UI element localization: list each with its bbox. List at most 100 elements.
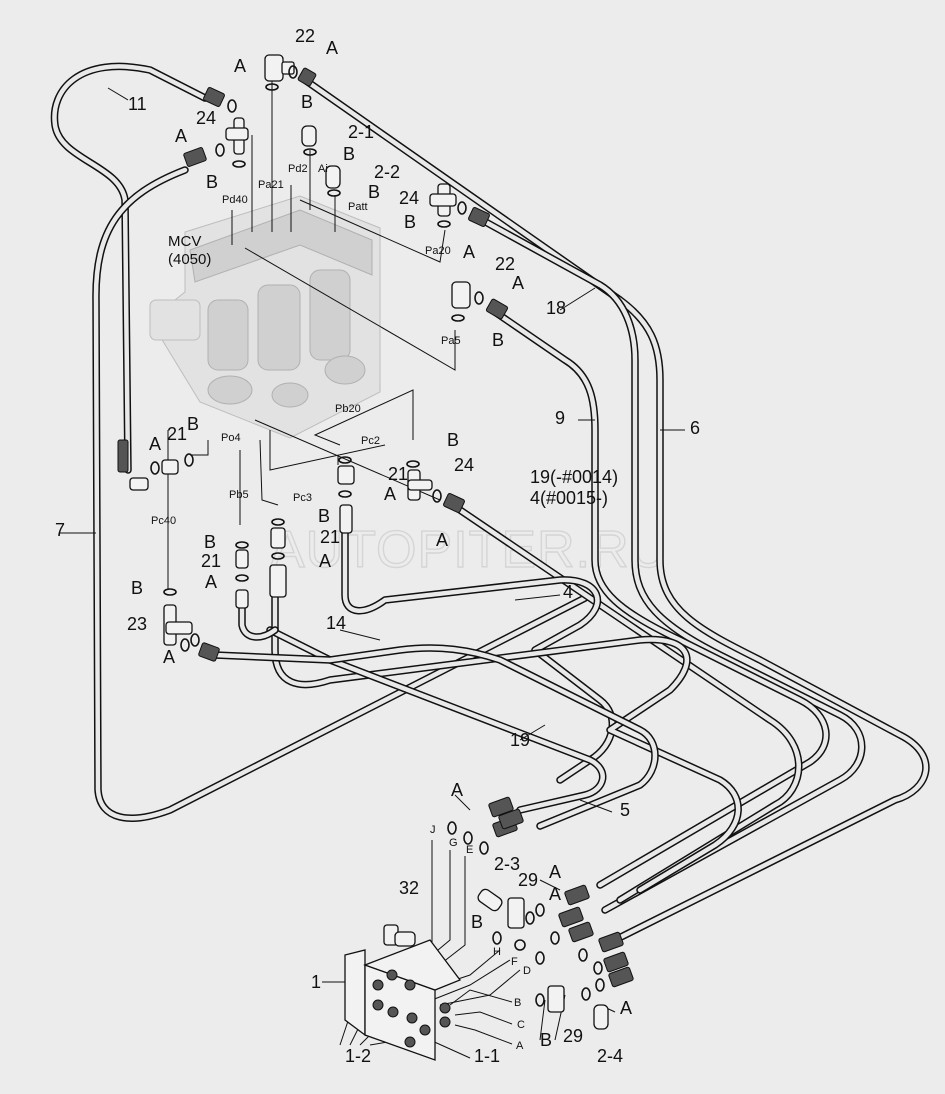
callout-lD: D bbox=[523, 965, 531, 977]
callout-l9: 9 bbox=[555, 408, 565, 428]
callout-l6: 6 bbox=[690, 418, 700, 438]
callout-l22a: 22 bbox=[295, 26, 315, 46]
callout-l11b: 1-1 bbox=[474, 1046, 500, 1066]
callout-lPo4: Po4 bbox=[221, 432, 241, 444]
callout-lA16: A bbox=[516, 1040, 524, 1052]
callout-l18: 18 bbox=[546, 298, 566, 318]
callout-lPa5: Pa5 bbox=[441, 335, 461, 347]
callout-l24c: 24 bbox=[454, 455, 474, 475]
callout-l23b: 2-3 bbox=[494, 854, 520, 874]
callout-lB1: B bbox=[301, 92, 313, 112]
callout-l4a: 4(#0015-) bbox=[530, 488, 608, 508]
callout-l22c: 22 bbox=[495, 254, 515, 274]
callout-lPc3: Pc3 bbox=[293, 492, 312, 504]
fitting-21-right bbox=[270, 527, 286, 549]
callout-l24d: 2-4 bbox=[597, 1046, 623, 1066]
callout-l19a: 19(-#0014) bbox=[530, 467, 618, 487]
callout-lE: E bbox=[466, 844, 473, 856]
callout-lA13: A bbox=[549, 862, 561, 882]
callout-lPa20: Pa20 bbox=[425, 245, 451, 257]
callout-lA9: A bbox=[319, 551, 331, 571]
tee-29-upper bbox=[507, 897, 525, 929]
callout-lA3: A bbox=[175, 126, 187, 146]
callout-lB4: B bbox=[368, 182, 380, 202]
callout-lA4: A bbox=[463, 242, 475, 262]
callout-lA7: A bbox=[384, 484, 396, 504]
callout-l12: 1-2 bbox=[345, 1046, 371, 1066]
callout-l24a: 24 bbox=[196, 108, 216, 128]
callout-l29a: 29 bbox=[518, 870, 538, 890]
callout-lA5: A bbox=[512, 273, 524, 293]
sensor-2-4 bbox=[593, 1004, 609, 1030]
callout-lB5: B bbox=[404, 212, 416, 232]
callout-lB2: B bbox=[343, 144, 355, 164]
callout-l11: 11 bbox=[128, 94, 147, 114]
callout-lG: G bbox=[449, 837, 458, 849]
callout-l32: 32 bbox=[399, 878, 419, 898]
callout-l21e: 21 bbox=[201, 551, 221, 571]
callout-l29b: 29 bbox=[563, 1026, 583, 1046]
callout-lB3: B bbox=[206, 172, 218, 192]
callout-lJ: J bbox=[430, 824, 436, 836]
callout-lA12: A bbox=[451, 780, 463, 800]
callout-lB12: B bbox=[471, 912, 483, 932]
callout-lPatt: Patt bbox=[348, 201, 368, 213]
callout-lB8: B bbox=[447, 430, 459, 450]
sensor-2-1 bbox=[301, 125, 317, 147]
callout-lPc2: Pc2 bbox=[361, 435, 380, 447]
fitting-21-lower bbox=[235, 549, 249, 569]
callout-lPb20: Pb20 bbox=[335, 403, 361, 415]
elbow-22-mid bbox=[451, 281, 471, 309]
callout-lA10: A bbox=[205, 572, 217, 592]
callout-lMCV: MCV bbox=[168, 233, 201, 250]
callout-lA1: A bbox=[326, 38, 338, 58]
callout-lAi: Ai bbox=[318, 163, 328, 175]
callout-lA2: A bbox=[234, 56, 246, 76]
callout-lB6: B bbox=[492, 330, 504, 350]
callout-lPc40: Pc40 bbox=[151, 515, 176, 527]
fitting-21-left bbox=[161, 459, 179, 475]
callout-lA15: A bbox=[620, 998, 632, 1018]
callout-lB14: B bbox=[540, 1030, 552, 1050]
callout-l4050: (4050) bbox=[168, 251, 211, 268]
callout-l5: 5 bbox=[620, 800, 630, 820]
callout-l1: 1 bbox=[311, 972, 321, 992]
callout-l21b: 21 bbox=[167, 424, 187, 444]
callout-lPb5: Pb5 bbox=[229, 489, 249, 501]
callout-l7: 7 bbox=[55, 520, 65, 540]
callout-lPd2: Pd2 bbox=[288, 163, 308, 175]
callout-lA14: A bbox=[549, 884, 561, 904]
mcv-valve-block bbox=[149, 195, 381, 439]
elbow-22-top bbox=[264, 54, 284, 82]
callout-lB9: B bbox=[318, 506, 330, 526]
hose-6 bbox=[301, 76, 930, 944]
callout-l21a: 2-1 bbox=[348, 122, 374, 142]
distribution-block bbox=[344, 796, 634, 1061]
hose-group bbox=[50, 62, 930, 944]
sensor-2-2 bbox=[325, 165, 341, 189]
watermark: AUTOPITER.RU bbox=[270, 521, 668, 579]
callout-l21c: 21 bbox=[388, 464, 408, 484]
callout-lA11: A bbox=[163, 647, 175, 667]
callout-lB10: B bbox=[204, 532, 216, 552]
callout-l23: 23 bbox=[127, 614, 147, 634]
sensor-2-3 bbox=[477, 888, 503, 912]
callout-l22b: 2-2 bbox=[374, 162, 400, 182]
callout-lB11: B bbox=[131, 578, 143, 598]
callout-l21d: 21 bbox=[320, 527, 340, 547]
callout-lA6: A bbox=[149, 434, 161, 454]
callout-l19b: 19 bbox=[510, 730, 530, 750]
callout-l24b: 24 bbox=[399, 188, 419, 208]
callout-l14: 14 bbox=[326, 613, 346, 633]
callout-lB7: B bbox=[187, 414, 199, 434]
callout-lF: F bbox=[511, 956, 518, 968]
callout-lH: H bbox=[493, 946, 501, 958]
fittings bbox=[117, 54, 509, 662]
callout-lB13: B bbox=[514, 997, 521, 1009]
callout-l4b: 4 bbox=[563, 582, 573, 602]
callout-lPd40: Pd40 bbox=[222, 194, 248, 206]
callout-lPa21: Pa21 bbox=[258, 179, 284, 191]
